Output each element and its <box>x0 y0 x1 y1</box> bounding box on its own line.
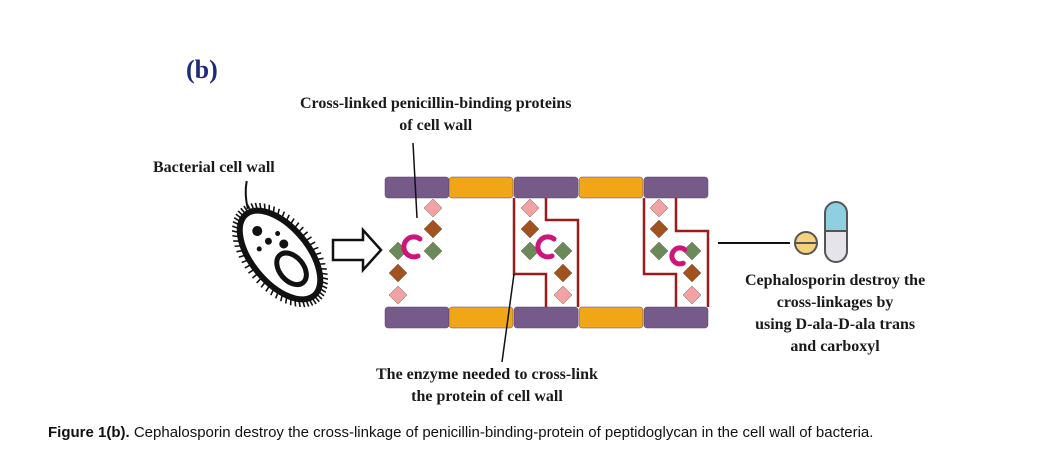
amino-acid-diamond <box>520 198 540 218</box>
enzyme-label-line2: the protein of cell wall <box>411 388 563 405</box>
cephalosporin-label-line2: cross-linkages by <box>776 294 894 311</box>
amino-acid-diamond <box>649 198 669 218</box>
capsule-top <box>824 201 848 232</box>
bacterium-nucleus <box>274 250 309 288</box>
bottom-wall-segment <box>448 306 514 329</box>
bottom-wall-segment <box>643 306 709 329</box>
bacterium-icon <box>231 180 329 308</box>
bacterium-flagellum <box>244 180 249 210</box>
bacterium-granule <box>264 237 272 245</box>
amino-acid-diamond <box>388 263 408 283</box>
amino-acid-diamond <box>682 285 702 305</box>
amino-acid-diamond <box>423 219 443 239</box>
amino-acid-diamond <box>682 263 702 283</box>
cephalosporin-label-line1: Cephalosporin destroy the <box>745 272 926 289</box>
enzyme-label-line1: The enzyme needed to cross-link <box>376 366 598 383</box>
amino-acid-diamond <box>553 241 573 261</box>
bottom-wall-segment <box>384 306 450 329</box>
bottom-wall-segment <box>578 306 644 329</box>
top-wall-segment <box>578 176 644 199</box>
bacterium-granule <box>275 230 281 236</box>
bacterium-granule <box>252 226 263 237</box>
cephalosporin-label: Cephalosporin destroy the cross-linkages… <box>745 270 925 358</box>
pbp-hook <box>401 234 423 260</box>
enzyme-outline <box>544 198 580 307</box>
cephalosporin-label-line4: and carboxyl <box>790 338 880 355</box>
amino-acid-diamond <box>388 285 408 305</box>
top-wall-segment <box>643 176 709 199</box>
bacterium-granule <box>256 246 262 252</box>
enzyme-pointer-line <box>501 273 515 363</box>
caption-prefix: Figure 1(b). <box>48 424 130 441</box>
top-wall-segment <box>384 176 450 199</box>
figure-caption: Figure 1(b). Cephalosporin destroy the c… <box>48 424 873 441</box>
pbp-hook <box>669 245 688 267</box>
amino-acid-diamond <box>649 219 669 239</box>
hollow-arrow-icon <box>331 226 383 274</box>
cross-linked-label-line1: Cross-linked penicillin-binding proteins <box>300 95 572 112</box>
panel-label: (b) <box>186 55 218 84</box>
amino-acid-diamond <box>553 285 573 305</box>
enzyme-outline <box>674 198 710 307</box>
enzyme-outline <box>642 198 678 307</box>
caption-text: Cephalosporin destroy the cross-linkage … <box>129 424 874 441</box>
cross-linked-label: Cross-linked penicillin-binding proteins… <box>300 93 571 137</box>
amino-acid-diamond <box>520 219 540 239</box>
capsule-bottom <box>824 230 848 263</box>
bacterial-cell-wall-label: Bacterial cell wall <box>153 159 275 176</box>
top-wall-segment <box>448 176 514 199</box>
bacterium-granule <box>279 239 289 249</box>
cephalosporin-label-line3: using D-ala-D-ala trans <box>755 316 916 333</box>
amino-acid-diamond <box>553 263 573 283</box>
cross-linked-pointer-line <box>412 142 418 219</box>
top-wall-segment <box>513 176 579 199</box>
amino-acid-diamond <box>423 198 443 218</box>
bottom-wall-segment <box>513 306 579 329</box>
amino-acid-diamond <box>649 241 669 261</box>
amino-acid-diamond <box>423 241 443 261</box>
enzyme-outline <box>512 198 548 307</box>
cross-linked-label-line2: of cell wall <box>399 117 473 134</box>
pbp-hook <box>535 234 557 260</box>
enzyme-label: The enzyme needed to cross-link the prot… <box>376 364 598 408</box>
